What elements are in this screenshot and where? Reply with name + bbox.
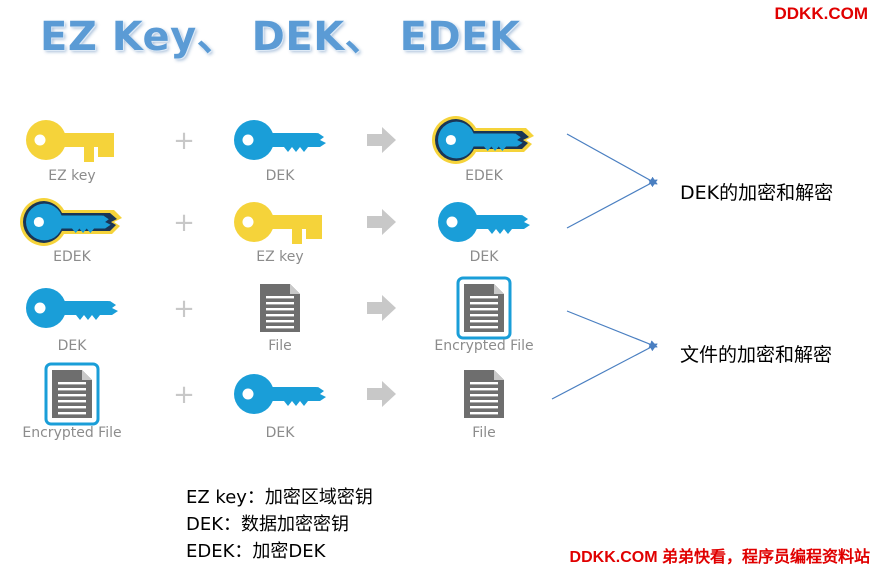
plus-sign: + — [173, 380, 195, 410]
icon-caption: DEK — [266, 425, 296, 441]
blue-key-icon — [234, 374, 326, 414]
group-label-dek: DEK的加密和解密 — [680, 182, 834, 204]
result-arrow-icon — [367, 381, 396, 407]
legend-dek: DEK：数据加密密钥 — [186, 514, 350, 535]
encrypted-key-icon — [432, 116, 534, 164]
watermark-bottom: DDKK.COM 弟弟快看，程序员编程资料站 — [569, 549, 870, 566]
connector-line — [566, 179, 658, 229]
icon-caption: DEK — [470, 249, 500, 265]
legend-edek: EDEK：加密DEK — [186, 541, 326, 562]
connector-line — [551, 343, 658, 400]
result-arrow-icon — [367, 295, 396, 321]
icon-caption: EZ key — [256, 249, 303, 265]
icon-caption: Encrypted File — [434, 338, 533, 354]
blue-key-icon — [234, 120, 326, 160]
encrypted-document-icon — [44, 362, 100, 426]
icon-caption: Encrypted File — [22, 425, 121, 441]
connector-line — [566, 133, 658, 185]
icon-caption: File — [472, 425, 495, 441]
plus-sign: + — [173, 126, 195, 156]
page-title: EZ Key、 DEK、 EDEK — [40, 14, 521, 60]
watermark-top: DDKK.COM — [774, 4, 869, 23]
result-arrow-icon — [367, 209, 396, 235]
icon-caption: File — [268, 338, 291, 354]
yellow-key-icon — [26, 120, 114, 162]
icon-caption: EZ key — [48, 168, 95, 184]
connector-line — [566, 310, 658, 349]
plus-sign: + — [173, 208, 195, 238]
blue-key-icon — [26, 288, 118, 328]
blue-key-icon — [438, 202, 530, 242]
document-icon — [464, 370, 504, 418]
encrypted-key-icon — [20, 198, 122, 246]
legend-ez-key: EZ key：加密区域密钥 — [186, 487, 373, 508]
icon-caption: EDEK — [53, 249, 91, 265]
legend: EZ key：加密区域密钥 DEK：数据加密密钥 EDEK：加密DEK — [186, 484, 373, 565]
result-arrow-icon — [367, 127, 396, 153]
icon-caption: EDEK — [465, 168, 503, 184]
icon-caption: DEK — [266, 168, 296, 184]
document-icon — [260, 284, 300, 332]
plus-sign: + — [173, 294, 195, 324]
encrypted-document-icon — [456, 276, 512, 340]
yellow-key-icon — [234, 202, 322, 244]
group-label-file: 文件的加密和解密 — [680, 344, 833, 366]
icon-caption: DEK — [58, 338, 88, 354]
